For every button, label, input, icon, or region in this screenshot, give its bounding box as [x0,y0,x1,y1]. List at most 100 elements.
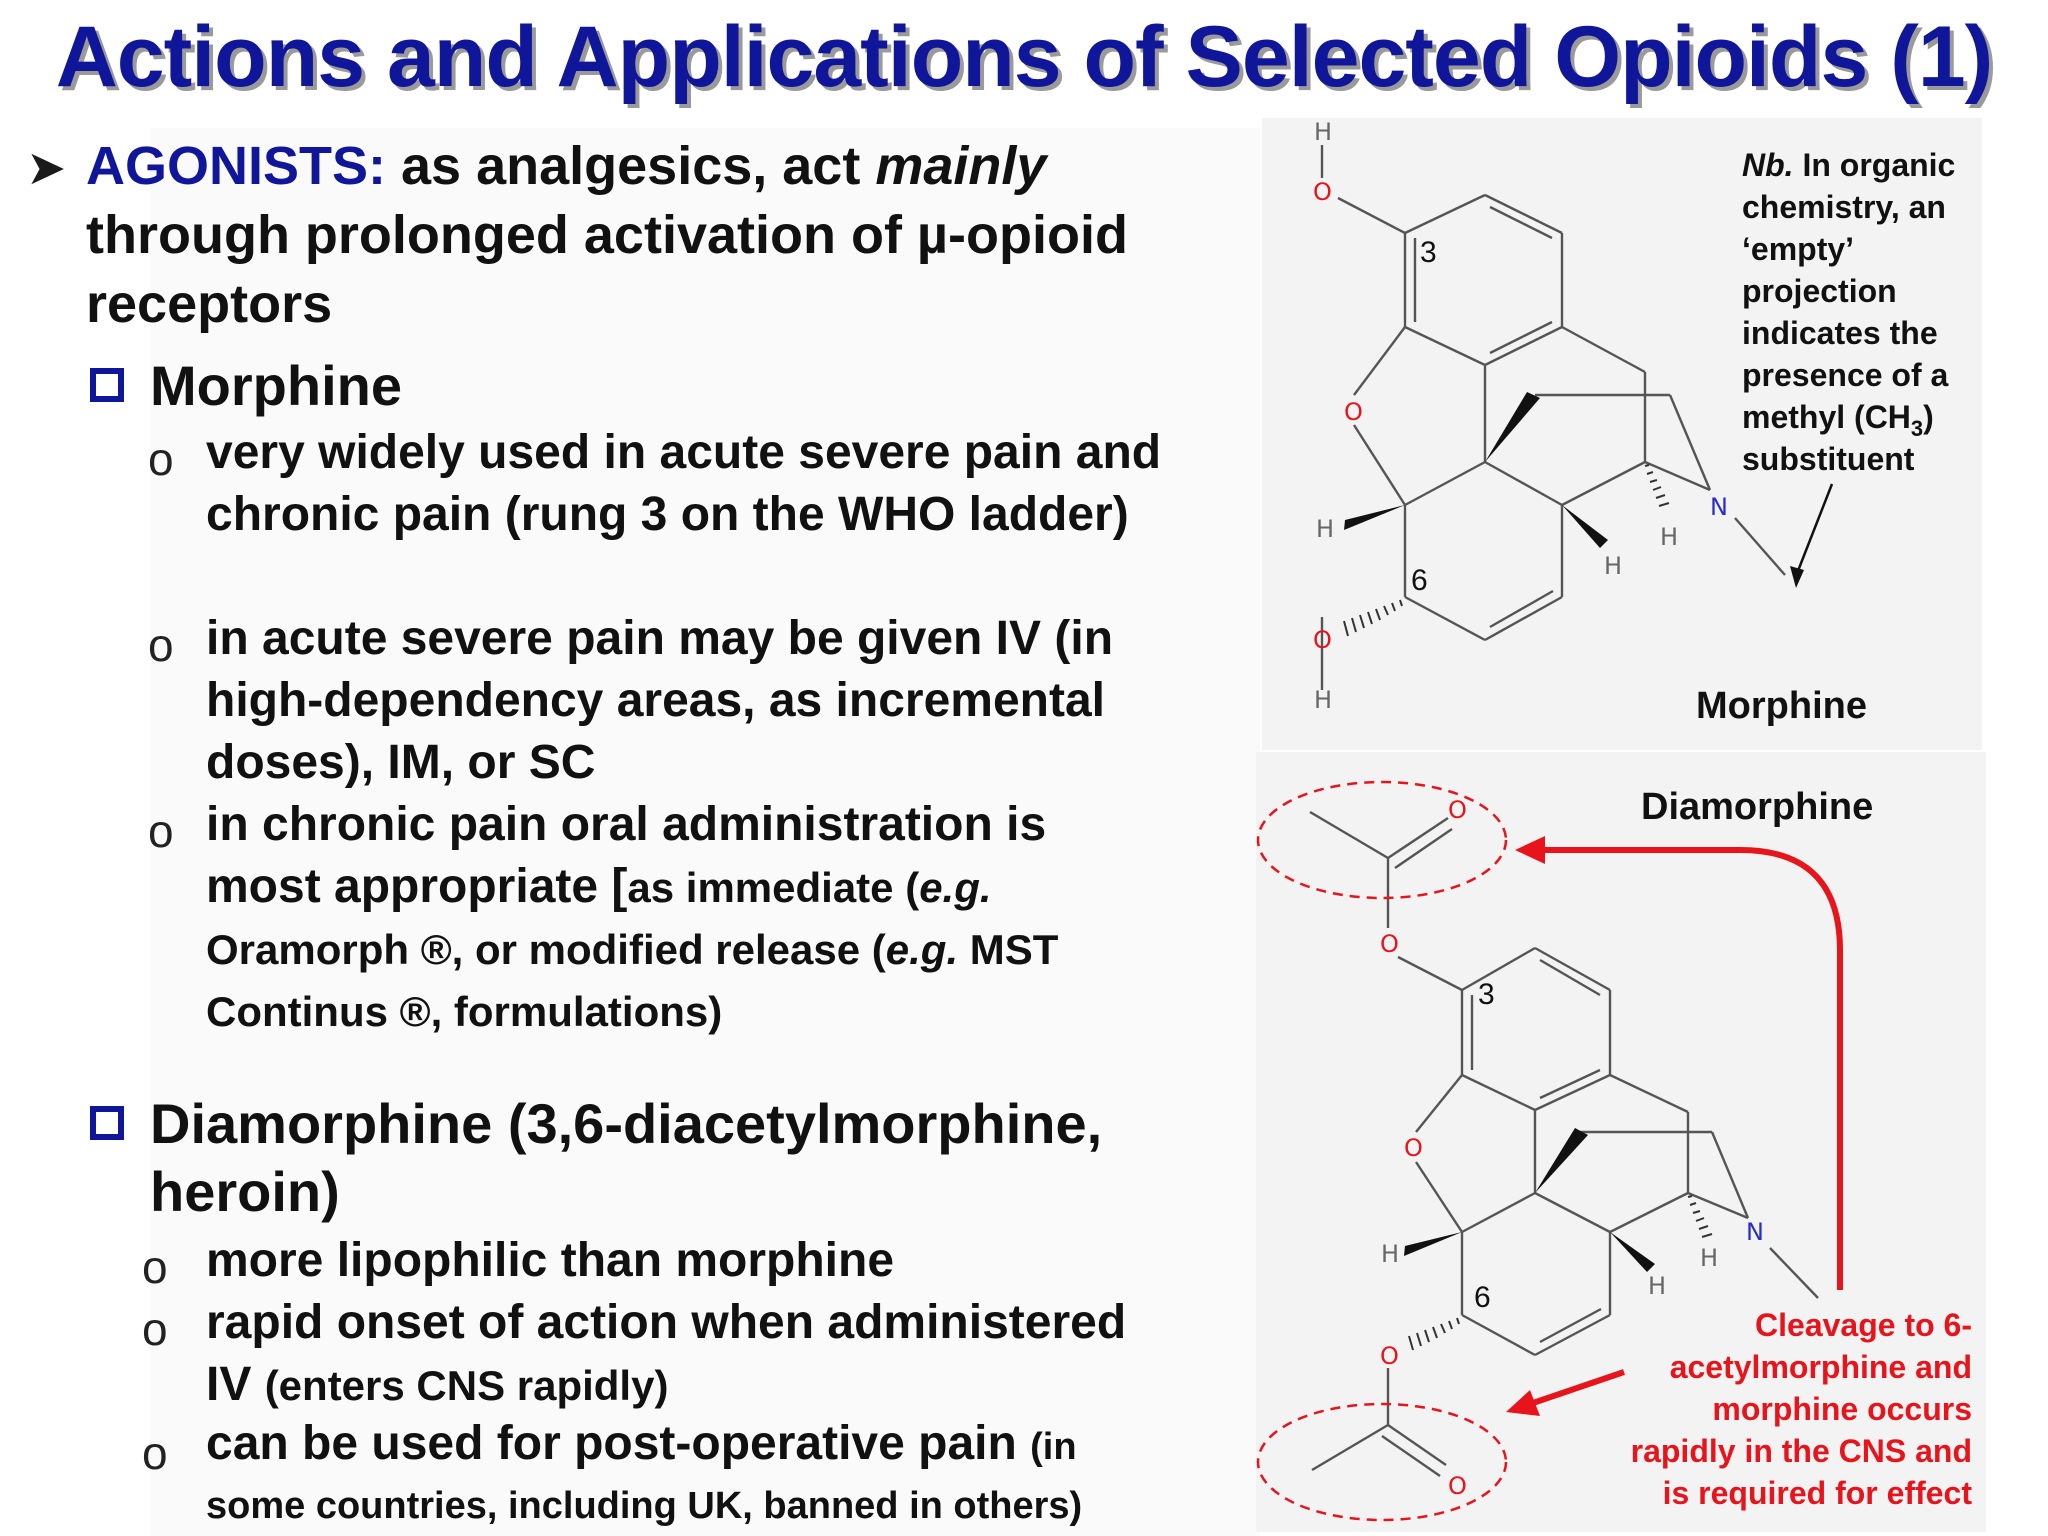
arrowhead-icon [1515,836,1545,864]
hashed-bond [1408,1195,1713,1351]
diamorphine-heading: Diamorphine (3,6-diacetylmorphine, heroi… [150,1092,1103,1223]
position-3-label: 3 [1478,978,1495,1011]
cleavage-arrow-lower [1529,1369,1625,1407]
position-6-label: 6 [1411,564,1428,597]
position-6-label: 6 [1474,1281,1491,1314]
diamorphine-item-2-b: (enters CNS rapidly) [264,1362,669,1409]
svg-text:Nb. In organic: Nb. In organic [1742,147,1955,183]
diamorphine-item-1: more lipophilic than morphine [206,1234,895,1287]
diamorphine-item-2-a: rapid onset of action when administered … [206,1296,1127,1411]
note-line-4: projection [1742,273,1897,309]
diamorphine-item-3-a: can be used for post-operative pain [206,1417,1031,1470]
wedge-bond [1485,392,1540,462]
morphine-label: Morphine [1696,685,1867,727]
svg-text:methyl (CH3): methyl (CH3) [1742,399,1934,441]
note-line-1: In organic [1794,147,1956,183]
morphine-item-3: in chronic pain oral administration is m… [206,794,1166,1042]
agonists-paragraph: AGONISTS: as analgesics, act mainly thro… [86,132,1226,339]
diamorphine-label: Diamorphine [1641,786,1873,828]
eg-italic-2: e.g. [885,926,959,973]
atom-h: H [1314,118,1332,146]
page-title: Actions and Applications of Selected Opi… [55,9,1994,105]
circle-bullet-icon: o [142,1303,168,1355]
atom-h: H [1314,686,1332,714]
note-line-7a: methyl (CH [1742,399,1911,435]
note-line-7b: ) [1923,399,1934,435]
diamorphine-item-2: rapid onset of action when administered … [206,1292,1166,1417]
atom-o: O [1313,626,1332,654]
checkbox-square-icon [90,1106,124,1140]
circle-bullet-icon: o [148,619,174,671]
morphine-item-3-small: as immediate (e.g. Oramorph ®, or modifi… [206,864,1058,1035]
agonists-text-a: as analgesics, act [386,136,876,196]
diamorphine-panel [1256,752,1986,1532]
atom-o: O [1448,1472,1467,1500]
note-line-8: substituent [1742,441,1915,477]
arrow-bullet-icon: ➤ [26,142,67,195]
note-pointer-arrow [1794,483,1834,577]
atom-o: O [1380,1342,1399,1370]
wedge-bond [1404,1232,1462,1256]
cleavage-line-2: acetylmorphine and [1670,1349,1972,1385]
arrowhead-icon [1506,1390,1540,1416]
eg-italic-1: e.g. [919,864,992,911]
note-nb: Nb. [1742,147,1794,183]
cleavage-line-1: Cleavage to 6- [1755,1307,1972,1343]
morphine-item-3-b: as immediate ( [627,864,920,911]
diamorphine-bonds [1309,810,1819,1477]
atom-h: H [1700,1244,1718,1272]
position-3-label: 3 [1420,236,1437,269]
atom-h: H [1660,523,1678,551]
atom-o: O [1344,398,1363,426]
morphine-heading: Morphine [150,354,402,417]
atom-h: H [1604,552,1622,580]
methyl-note: Nb. In organic chemistry, an ‘empty’ pro… [1742,147,1955,477]
acetyl-highlight-ellipse [1256,780,1508,900]
agonists-italic: mainly [875,136,1047,196]
morphine-bonds [1320,145,1786,690]
note-subscript: 3 [1911,416,1923,441]
morphine-item-3-c: Oramorph ®, or modified release ( [206,926,886,973]
morphine-item-1: very widely used in acute severe pain an… [206,426,1162,541]
note-line-6: presence of a [1742,357,1949,393]
circle-bullet-icon: o [148,805,174,857]
left-panel-background [150,128,1260,1536]
diamorphine-item-3-b: (in some countries, including UK, banned… [206,1426,1083,1527]
circle-bullet-icon: o [142,1241,168,1293]
morphine-panel [1262,118,1982,750]
cleavage-note: Cleavage to 6- acetylmorphine and morphi… [1631,1307,1973,1511]
note-line-5: indicates the [1742,315,1938,351]
atom-o: O [1404,1134,1423,1162]
diamorphine-item-3: can be used for post-operative pain (in … [206,1416,1166,1534]
atom-h: H [1316,515,1334,543]
agonists-text-b: through prolonged activation of µ-opioid… [86,205,1128,334]
wedge-bond [1610,1232,1655,1272]
wedge-bond [1344,505,1405,530]
cleavage-line-3: morphine occurs [1712,1391,1972,1427]
note-line-2: chemistry, an [1742,189,1946,225]
hashed-bond [1343,464,1670,637]
acetyl-highlight-ellipse [1256,1402,1508,1522]
circle-bullet-icon: o [148,433,174,485]
atom-n: N [1710,493,1728,521]
wedge-bond [1535,1128,1588,1193]
arrowhead-icon [1790,566,1804,588]
agonists-label: AGONISTS: [86,136,387,196]
circle-bullet-icon: o [142,1427,168,1479]
atom-h: H [1648,1272,1666,1300]
morphine-item-2: in acute severe pain may be given IV (in… [206,612,1114,789]
cleavage-line-4: rapidly in the CNS and [1631,1433,1972,1469]
cleavage-arrow-upper [1540,847,1843,1290]
morphine-item-3-d: MST Continus ®, formulations) [206,926,1059,1035]
atom-n: N [1746,1218,1764,1246]
morphine-item-3-a: in chronic pain oral administration is m… [206,798,1047,913]
wedge-bond [1562,505,1608,548]
checkbox-square-icon [90,368,124,402]
atom-o: O [1448,796,1467,824]
cleavage-line-5: is required for effect [1663,1475,1973,1511]
atom-o: O [1313,178,1332,206]
atom-h: H [1381,1240,1399,1268]
note-line-3: ‘empty’ [1742,231,1854,267]
atom-o: O [1380,930,1399,958]
